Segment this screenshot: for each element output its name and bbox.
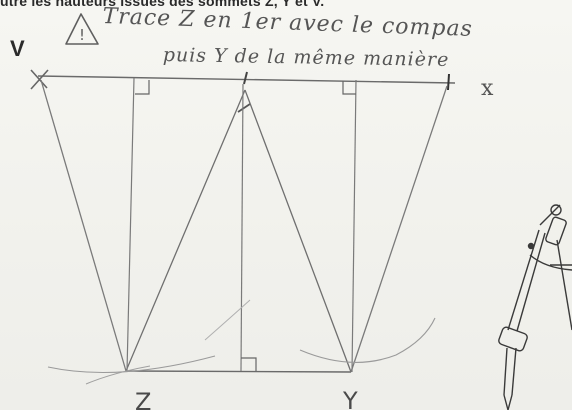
point-v-mark	[30, 69, 49, 90]
warning-glyph: !	[79, 26, 85, 44]
compass-icon	[498, 204, 572, 410]
point-label-z: Z	[135, 388, 152, 410]
right-angle-mark-y	[342, 81, 356, 95]
arc-y	[299, 317, 436, 363]
arc-z-low	[85, 365, 151, 385]
line-vx	[37, 75, 456, 84]
point-label-v: V	[10, 36, 25, 61]
base-zy	[125, 370, 352, 373]
right-angle-mark-base	[241, 357, 257, 371]
top-small-tick	[237, 103, 251, 113]
tick-mark-right	[447, 73, 450, 91]
altitude-y	[351, 79, 357, 373]
point-label-y: Y	[343, 387, 358, 410]
tick-mark-top	[243, 71, 248, 85]
altitude-apex	[240, 83, 244, 372]
side-apex-y	[244, 89, 352, 373]
warning-icon: !	[65, 13, 99, 45]
side-y-x	[350, 85, 448, 373]
arc-apex	[204, 299, 251, 341]
point-label-x: x	[481, 76, 494, 101]
right-angle-mark-z	[135, 80, 150, 95]
side-z-apex	[125, 89, 246, 372]
exercise-instruction: utre les hauteurs issues des sommets Z, …	[0, 0, 325, 9]
side-v-z	[40, 79, 127, 372]
altitude-z	[126, 77, 135, 372]
